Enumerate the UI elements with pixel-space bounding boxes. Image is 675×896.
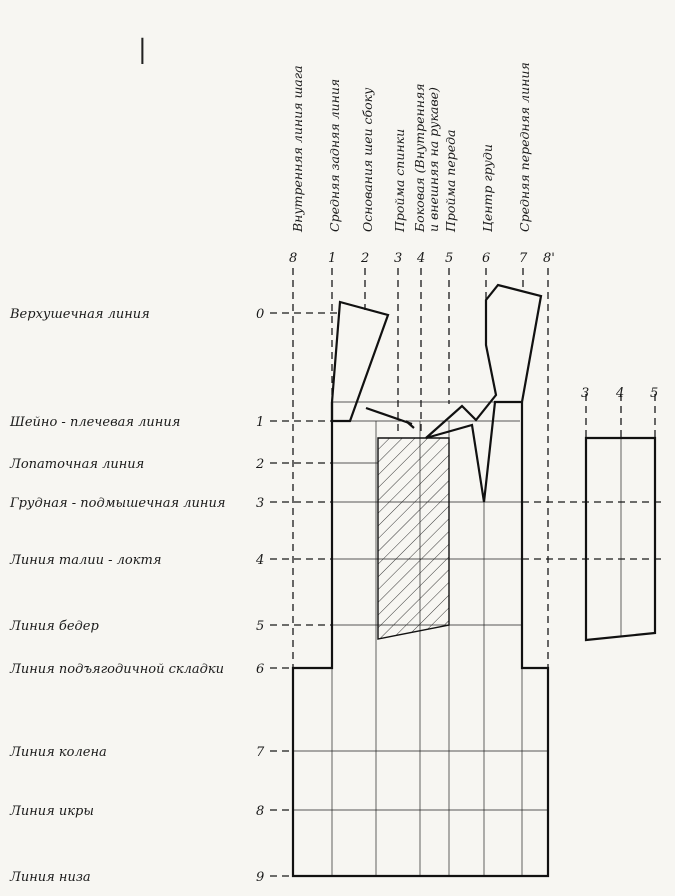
column-labels: Внутренняя линия шага Средняя задняя лин…: [290, 62, 532, 233]
row-number: 8: [256, 804, 264, 819]
row-labels: Верхушечная линия Шейно - плечевая линия…: [9, 307, 225, 885]
column-label-side-line-2: и внешняя на рукаве): [426, 87, 441, 232]
row-label-chest: Грудная - подмышечная линия: [9, 496, 225, 511]
column-number: 4: [416, 251, 425, 266]
row-label-waist: Линия талии - локтя: [9, 553, 161, 568]
row-number: 0: [256, 307, 264, 322]
row-label-neck-shoulder: Шейно - плечевая линия: [9, 415, 180, 430]
body-outline: [291, 283, 657, 878]
column-label-front-armhole: Пройма переда: [443, 130, 458, 234]
column-number: 2: [360, 251, 369, 266]
sleeve-column-numbers: 3 4 5: [581, 386, 658, 401]
row-number: 7: [256, 745, 265, 760]
column-label-center-back: Средняя задняя линия: [327, 79, 342, 232]
grid: [293, 401, 622, 876]
column-numbers: 8 1 2 3 4 5 6 7 8': [289, 251, 555, 266]
row-number: 5: [256, 619, 264, 634]
column-number: 5: [445, 251, 453, 266]
row-number: 3: [256, 496, 264, 511]
sleeve-column-number: 4: [615, 386, 624, 401]
column-label-bust-center: Центр груди: [480, 144, 495, 232]
sleeve-column-number: 5: [650, 386, 658, 401]
column-number: 7: [519, 251, 528, 266]
column-number: 3: [394, 251, 402, 266]
vertical-dashed-lines: [292, 268, 656, 668]
column-number: 8: [289, 251, 297, 266]
row-label-crown: Верхушечная линия: [9, 307, 150, 322]
column-label-neck-base: Основания шеи сбоку: [360, 87, 375, 232]
column-label-side-line-1: Боковая (Внутренняя: [412, 84, 427, 234]
row-number: 4: [255, 553, 264, 568]
sleeve-column-number: 3: [581, 386, 589, 401]
row-label-calf: Линия икры: [9, 804, 94, 819]
row-number: 1: [256, 415, 264, 430]
column-label-back-armhole: Пройма спинки: [392, 129, 407, 233]
column-label-inseam: Внутренняя линия шага: [290, 65, 305, 233]
column-number: 6: [482, 251, 490, 266]
column-number: 8': [543, 251, 555, 266]
row-label-hem: Линия низа: [9, 870, 91, 885]
row-label-hips: Линия бедер: [9, 619, 99, 634]
corner-mark: |: [138, 35, 147, 65]
row-number: 9: [256, 870, 264, 885]
row-label-gluteal-fold: Линия подъягодичной складки: [9, 662, 224, 677]
row-numbers: 0 1 2 3 4 5 6 7 8 9: [255, 307, 265, 885]
row-number: 6: [256, 662, 264, 677]
column-number: 1: [328, 251, 336, 266]
row-label-shoulder-blade: Лопаточная линия: [9, 457, 144, 472]
column-label-center-front: Средняя передняя линия: [517, 62, 532, 232]
horizontal-dashed-lines: [270, 312, 662, 877]
row-number: 2: [255, 457, 264, 472]
row-label-knee: Линия колена: [9, 745, 107, 760]
